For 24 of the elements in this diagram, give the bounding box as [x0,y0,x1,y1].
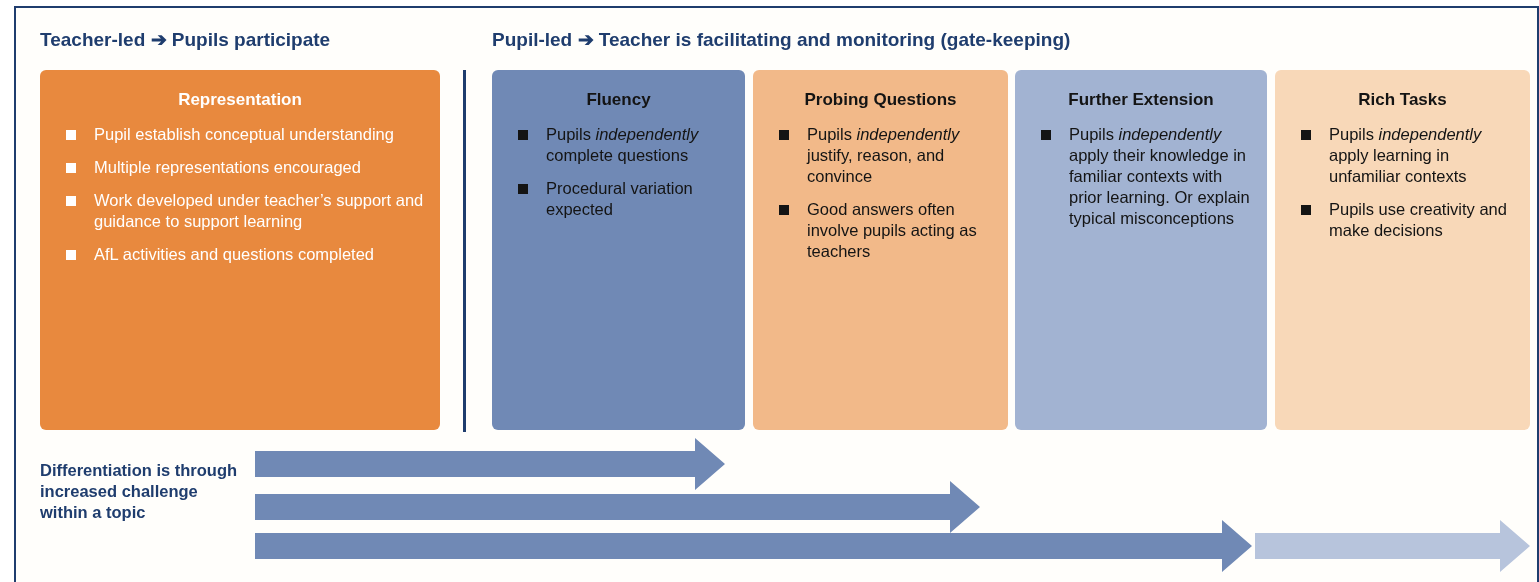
bullet-text: Pupils independently apply their knowledge in familiar contexts with prior learning. Or explain typical misconceptions [1069,125,1250,227]
card-title: Representation [177,90,303,110]
section-heading: Pupil-led ➔ Teacher is facilitating and monitoring (gate-keeping) [492,28,1071,51]
stage-card [753,70,1008,430]
bullet-text: Pupils independently justify, reason, and convince [807,125,960,185]
card-title: Fluency [585,90,652,110]
bullet-text: Pupil establish conceptual understanding [94,125,394,143]
bullet-text: Pupils use creativity and make decisions [1329,200,1507,239]
stage-card [1275,70,1530,430]
stage-card [40,70,440,430]
card-title: Rich Tasks [1357,90,1448,110]
card-title: Further Extension [1067,90,1215,110]
section-heading: Teacher-led ➔ Pupils participate [40,28,331,51]
bullet-text: Pupils independently apply learning in unfamiliar contexts [1329,125,1482,185]
bullet-text: AfL activities and questions completed [94,245,375,263]
bullet-text: Pupils independently complete questions [546,125,699,164]
stage-card [492,70,745,430]
card-title: Probing Questions [803,90,958,110]
bullet-text: Procedural variation expected [546,179,693,218]
bullet-text: Multiple representations encouraged [94,158,361,176]
stage-card [1015,70,1267,430]
bullet-text: Work developed under teacher’s support and guidance to support learning [94,191,424,230]
side-note: Differentiation is through increased challenge within a topic [40,460,239,523]
bullet-text: Good answers often involve pupils acting as teachers [807,200,977,260]
